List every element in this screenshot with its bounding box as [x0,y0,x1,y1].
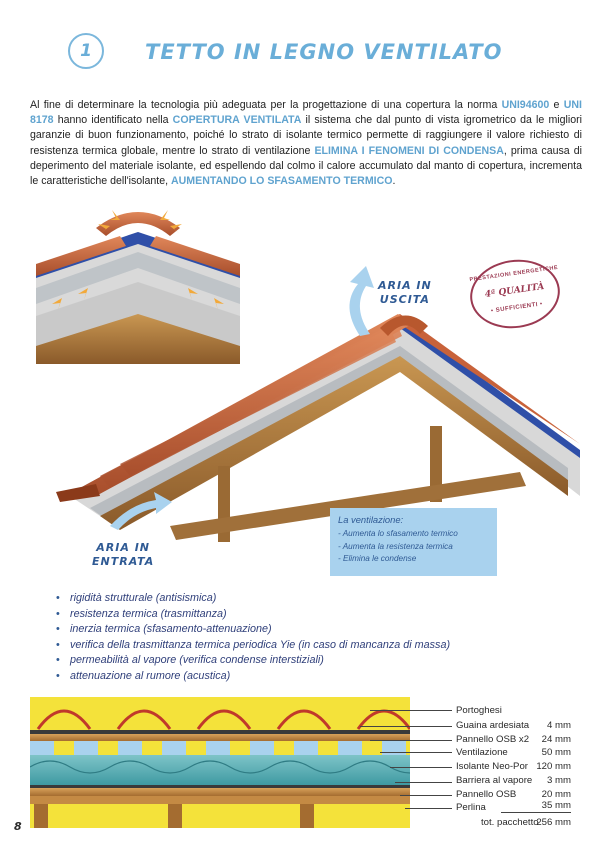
layer-thickness: 20 mm [541,789,571,800]
list-item: •verifica della trasmittanza termica per… [56,638,451,651]
list-item: •inerzia termica (sfasamento-attenuazion… [56,623,272,635]
body-text: hanno identificato nella [53,114,173,127]
highlight-text: UNI 8178 [30,99,582,127]
layer-thickness: 120 mm [536,761,571,772]
highlight-text: AUMENTANDO LO SFASAMENTO TERMICO [171,175,393,188]
layer-name: Barriera al vapore [456,775,533,786]
body-text: Al fine di determinare la tecnologia più… [30,99,502,111]
layer-thickness: 35 mm [541,800,571,811]
highlight-text: UNI94600 [501,99,550,111]
ventilation-title: La ventilazione: [338,514,404,525]
total-label: tot. pacchetto [481,817,539,828]
total-value: 256 mm [536,817,571,828]
intro-paragraph: Al fine di determinare la tecnologia più… [30,98,582,189]
layer-name: Isolante Neo-Por [456,761,528,772]
ridge-detail-inset [36,204,240,364]
list-item: •attenuazione al rumore (acustica) [56,669,231,682]
body-text: il sistema che dal punto di vista igrome… [30,114,583,157]
body-text: e [549,99,564,111]
ventilation-item: - Aumenta la resistenza termica [338,541,453,551]
layer-thickness: 24 mm [541,734,571,745]
roof-illustration [36,204,580,542]
layer-thickness: 3 mm [547,775,571,786]
page-title: TETTO IN LEGNO VENTILATO [145,40,503,64]
roof-cross-section [30,697,410,828]
layer-thickness: 4 mm [547,720,571,731]
ventilated-roof-drawing [56,314,580,542]
page-number: 8 [14,820,22,833]
layer-thickness: 50 mm [541,747,571,758]
ventilation-item: - Elimina le condense [338,554,417,563]
list-item: •resistenza termica (trasmittanza) [56,607,227,620]
layer-name: Perlina [456,802,486,813]
list-item: •rigidità strutturale (antisismica) [56,592,217,604]
layer-name: Guaina ardesiata [456,720,530,731]
highlight-text: COPERTURA VENTILATA [172,114,302,127]
air-outlet-arrow-icon [349,266,374,336]
highlight-text: ELIMINA I FENOMENI DI CONDENSA [314,144,504,157]
layer-name: Pannello OSB x2 [456,734,530,745]
layer-name: Pannello OSB [456,789,517,800]
ventilation-item: - Aumenta lo sfasamento termico [338,529,458,538]
section-number-badge: 1 [68,33,104,69]
body-text: , prima causa di deperimento del materia… [30,144,582,188]
air-inlet-arrow-icon [110,492,172,530]
layer-name: Portoghesi [456,705,502,716]
list-item: •permeabilità al vapore (verifica conden… [56,654,324,666]
layer-name: Ventilazione [456,747,508,758]
ventilation-benefits-box: La ventilazione: - Aumenta lo sfasamento… [330,508,497,576]
features-list: •rigidità strutturale (antisismica) •res… [56,591,451,684]
body-text: . [392,175,396,188]
